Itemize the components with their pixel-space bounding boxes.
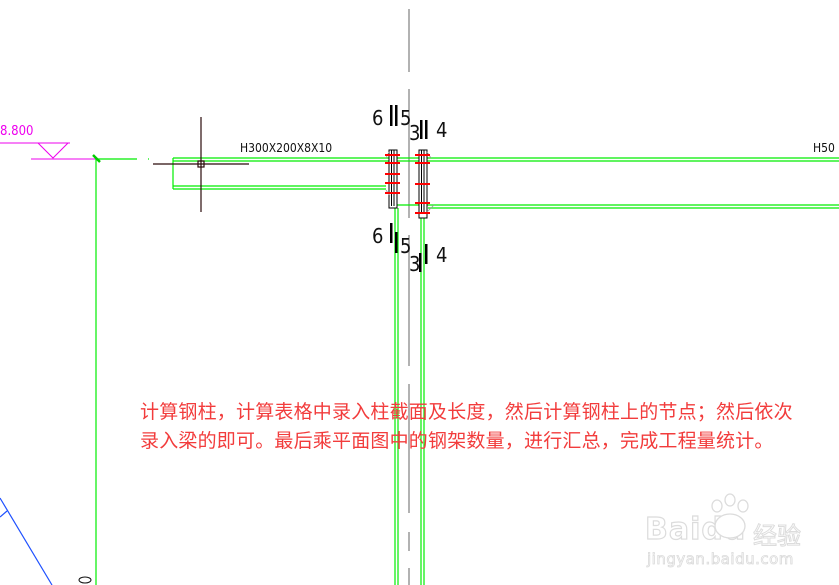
diagonal-line: [0, 497, 53, 585]
elevation-marker: [0, 142, 97, 160]
beam-right-upper: [386, 157, 839, 162]
beam-label-right: H50: [813, 141, 835, 155]
watermark-url: jingyan.baidu.com: [647, 550, 794, 569]
beam-right-lower: [396, 204, 839, 209]
svg-text:5: 5: [400, 106, 411, 130]
section-mark-bottom: 6 5 3 4: [372, 223, 447, 276]
watermark-brand-cn: 经验: [753, 522, 802, 551]
svg-text:5: 5: [400, 234, 411, 258]
steel-column: [394, 208, 425, 585]
connection-plate-left: [388, 149, 398, 209]
elevation-label: 8.800: [0, 124, 33, 139]
crosshair-cursor: [153, 117, 249, 212]
annotation-line-2: 录入梁的即可。最后乘平面图中的钢架数量，进行汇总，完成工程量统计。: [140, 430, 774, 452]
svg-text:4: 4: [436, 118, 447, 142]
bolt-marks: [385, 154, 430, 214]
svg-text:6: 6: [372, 224, 383, 248]
svg-text:4: 4: [436, 243, 447, 267]
svg-text:3: 3: [409, 121, 420, 145]
svg-text:3: 3: [409, 252, 420, 276]
column-joint-mark: [92, 154, 101, 163]
left-column-line: [95, 158, 149, 585]
annotation-text: 计算钢柱，计算表格中录入柱截面及长度，然后计算钢柱上的节点；然后依次 录入梁的即…: [140, 398, 793, 456]
paw-icon: [711, 493, 749, 539]
axis-bubble: [78, 576, 92, 584]
annotation-line-1: 计算钢柱，计算表格中录入柱截面及长度，然后计算钢柱上的节点；然后依次: [140, 401, 793, 423]
svg-text:6: 6: [372, 106, 383, 130]
beam-left: [172, 157, 386, 190]
beam-label-left: H300X200X8X10: [240, 141, 332, 155]
baidu-jingyan-watermark: Baidu 经验 jingyan.baidu.com: [644, 492, 815, 572]
section-mark-top: 6 5 3 4: [372, 105, 447, 145]
